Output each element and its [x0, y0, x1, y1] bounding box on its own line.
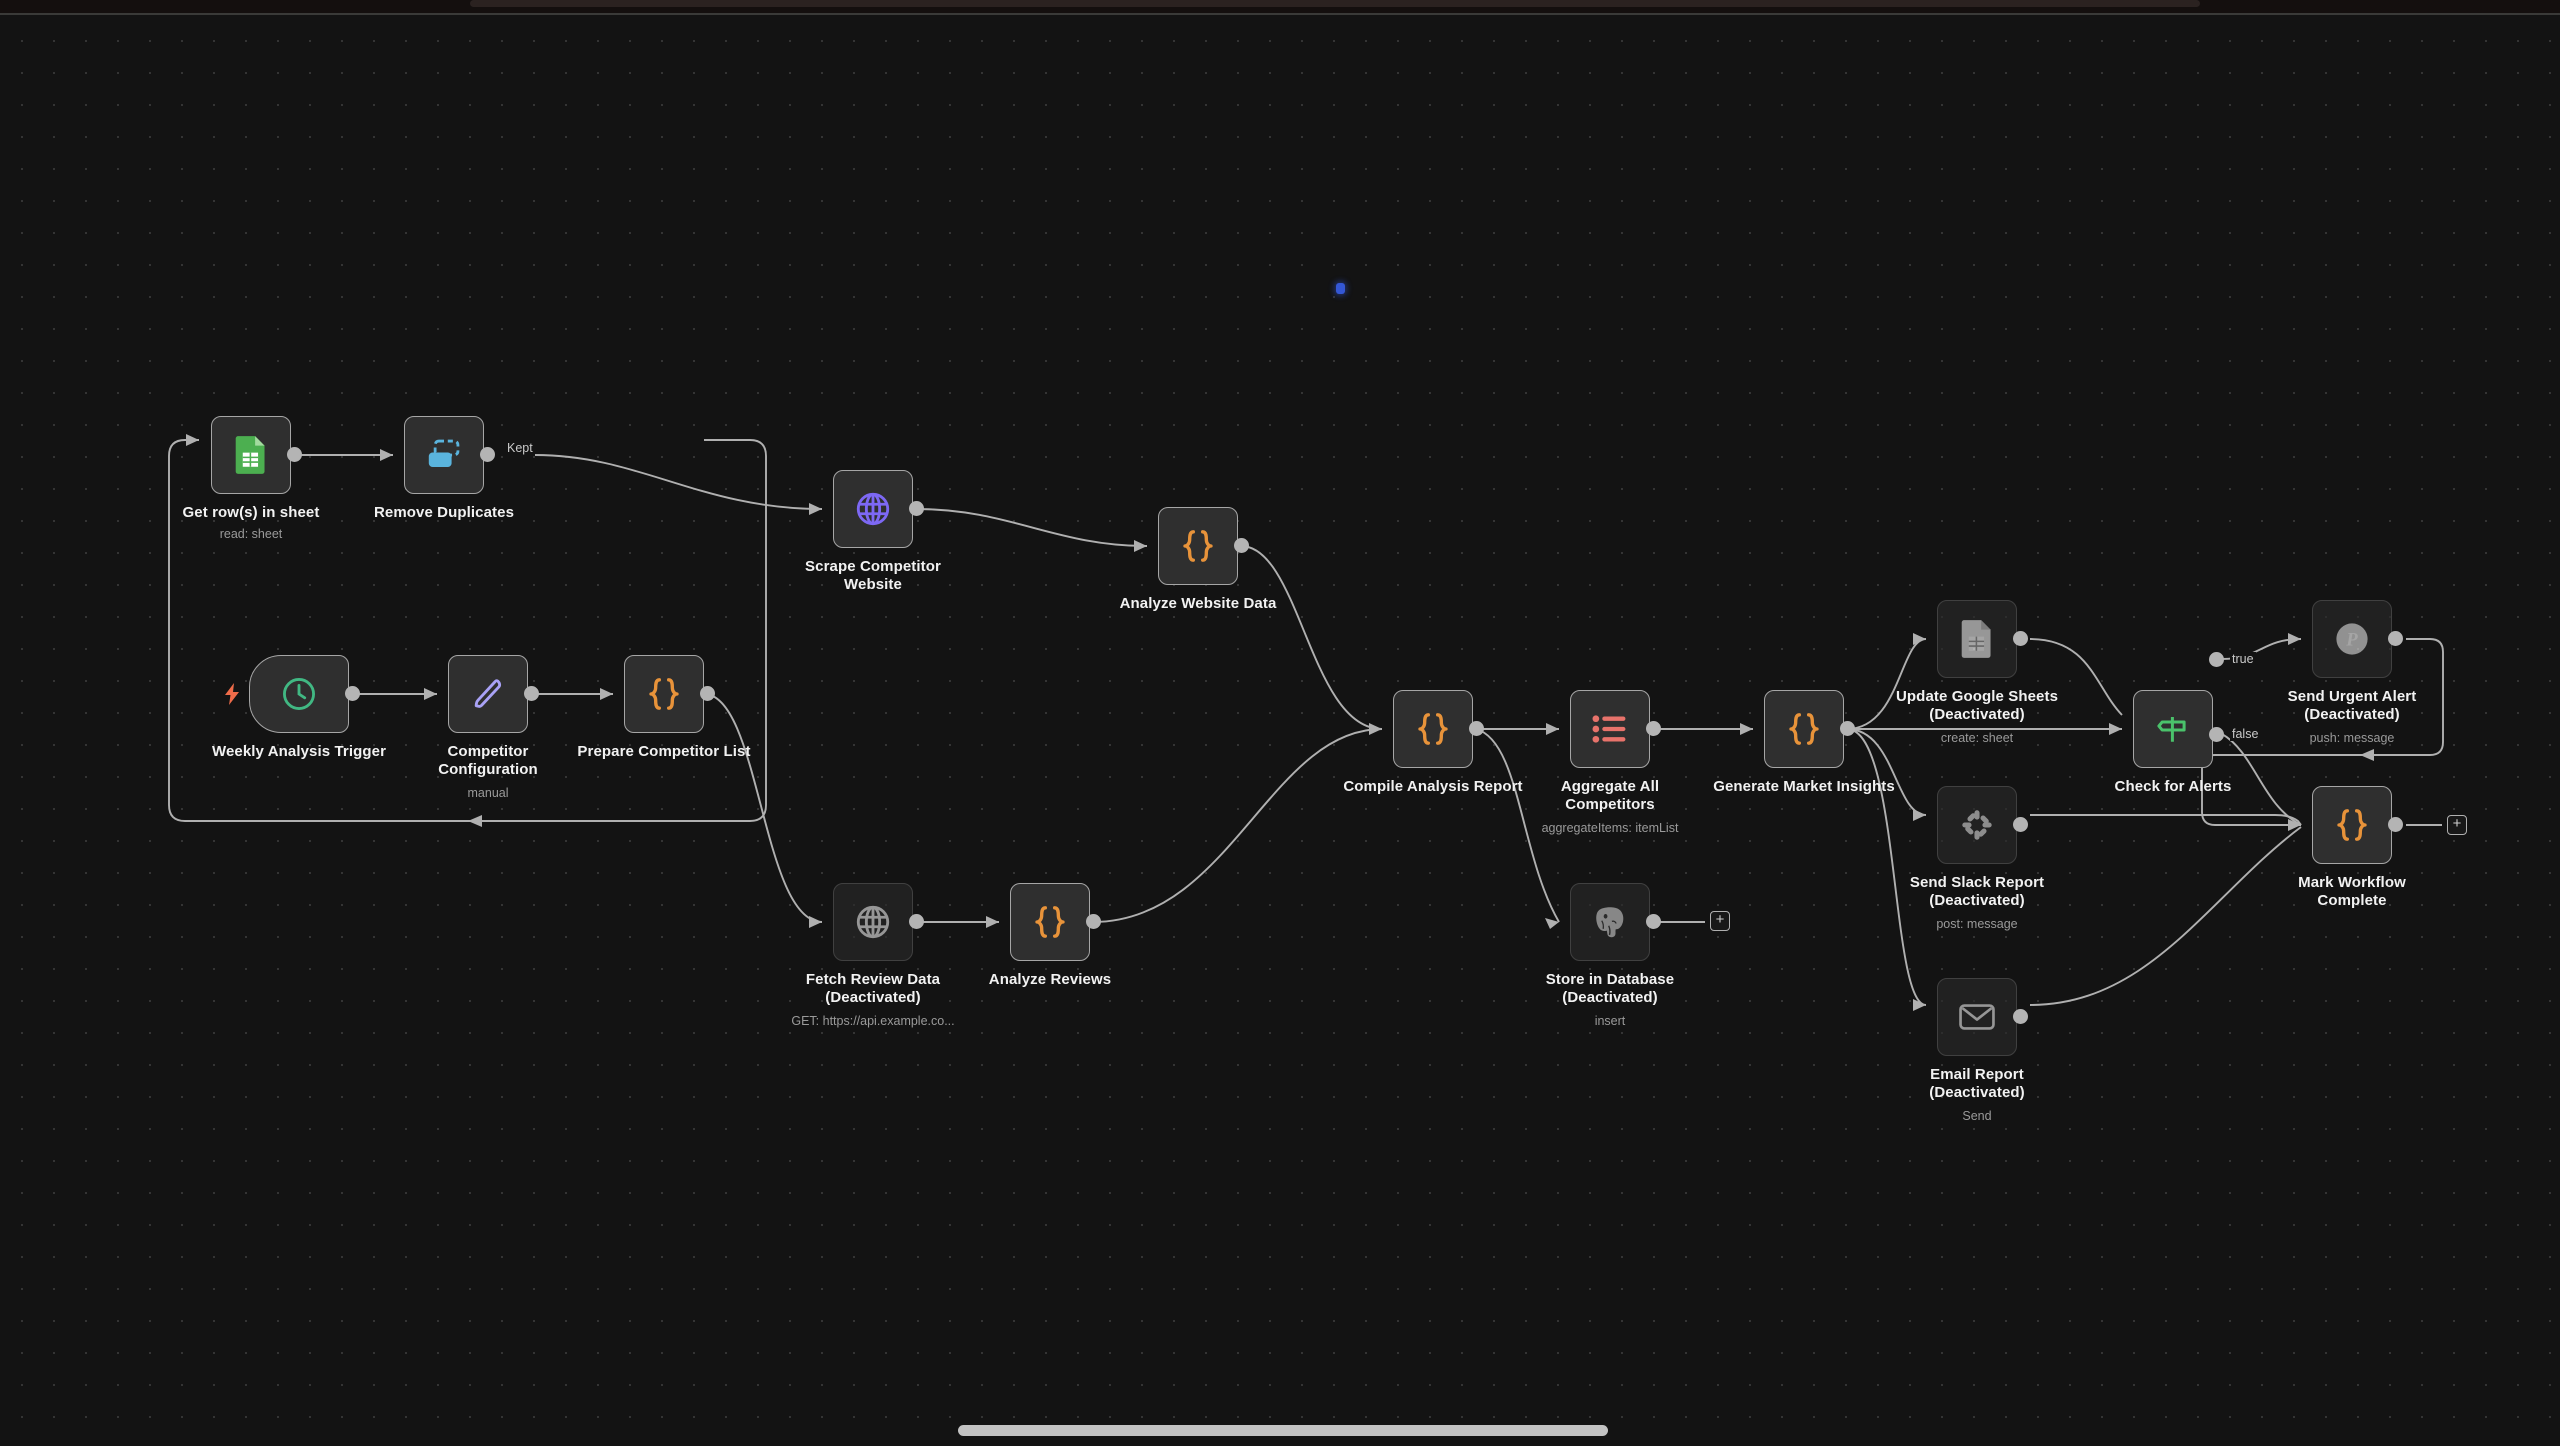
node-get-rows-in-sheet[interactable] — [211, 416, 291, 494]
code-braces-icon — [1784, 709, 1824, 749]
canvas-cursor-marker — [1336, 283, 1345, 294]
output-dot-competitor-configuration[interactable] — [524, 686, 539, 701]
output-dot-fetch-review-data[interactable] — [909, 914, 924, 929]
node-update-google-sheets[interactable] — [1937, 600, 2017, 678]
pushover-icon: P — [2334, 621, 2370, 657]
horizontal-scrollbar-thumb[interactable] — [958, 1425, 1608, 1436]
code-braces-icon — [644, 674, 684, 714]
output-dot-send-slack-report[interactable] — [2013, 817, 2028, 832]
output-dot-analyze-website-data[interactable] — [1234, 538, 1249, 553]
output-dot-prepare-competitor-list[interactable] — [700, 686, 715, 701]
node-fetch-review-data[interactable] — [833, 883, 913, 961]
output-dot-weekly-analysis-trigger[interactable] — [345, 686, 360, 701]
pen-icon — [470, 676, 506, 712]
output-dot-aggregate-all-competitors[interactable] — [1646, 721, 1661, 736]
signpost-icon — [2155, 711, 2191, 747]
node-analyze-reviews[interactable] — [1010, 883, 1090, 961]
output-dot-analyze-reviews[interactable] — [1086, 914, 1101, 929]
node-send-urgent-alert[interactable]: P — [2312, 600, 2392, 678]
output-dot-mark-workflow-complete[interactable] — [2388, 817, 2403, 832]
output-dot-update-google-sheets[interactable] — [2013, 631, 2028, 646]
clock-icon — [280, 675, 318, 713]
envelope-icon — [1958, 1001, 1996, 1033]
globe-icon — [854, 903, 892, 941]
code-braces-icon — [1030, 902, 1070, 942]
node-check-for-alerts[interactable] — [2133, 690, 2213, 768]
output-dot-compile-analysis-report[interactable] — [1469, 721, 1484, 736]
output-dot-scrape-competitor-website[interactable] — [909, 501, 924, 516]
remove-duplicates-icon — [425, 438, 463, 472]
window-top-strip — [0, 0, 2560, 15]
code-braces-icon — [1178, 526, 1218, 566]
item-list-icon — [1592, 713, 1628, 745]
node-store-in-database[interactable] — [1570, 883, 1650, 961]
horizontal-scrollbar-track[interactable] — [0, 1414, 2560, 1446]
output-dot-check-for-alerts-true[interactable] — [2209, 652, 2224, 667]
google-sheets-icon — [1959, 619, 1995, 659]
node-email-report[interactable] — [1937, 978, 2017, 1056]
add-node-button-after-mark-workflow-complete[interactable]: + — [2447, 815, 2467, 835]
google-sheets-icon — [233, 435, 269, 475]
node-analyze-website-data[interactable] — [1158, 507, 1238, 585]
node-send-slack-report[interactable] — [1937, 786, 2017, 864]
top-divider — [0, 13, 2560, 15]
edge-label-kept: Kept — [505, 441, 535, 455]
connection-edges — [168, 434, 2444, 1011]
output-dot-store-in-database[interactable] — [1646, 914, 1661, 929]
node-weekly-analysis-trigger[interactable] — [249, 655, 349, 733]
node-compile-analysis-report[interactable] — [1393, 690, 1473, 768]
node-aggregate-all-competitors[interactable] — [1570, 690, 1650, 768]
node-generate-market-insights[interactable] — [1764, 690, 1844, 768]
add-node-button-after-store-in-database[interactable]: + — [1710, 911, 1730, 931]
code-braces-icon — [1413, 709, 1453, 749]
top-scrollbar-thumb[interactable] — [470, 0, 2200, 7]
output-dot-generate-market-insights[interactable] — [1840, 721, 1855, 736]
edge-label-false: false — [2230, 727, 2261, 741]
node-mark-workflow-complete[interactable] — [2312, 786, 2392, 864]
postgres-elephant-icon — [1591, 904, 1629, 940]
output-dot-send-urgent-alert[interactable] — [2388, 631, 2403, 646]
node-remove-duplicates[interactable] — [404, 416, 484, 494]
node-scrape-competitor-website[interactable] — [833, 470, 913, 548]
node-competitor-configuration[interactable] — [448, 655, 528, 733]
output-dot-get-rows-in-sheet[interactable] — [287, 447, 302, 462]
globe-icon — [854, 490, 892, 528]
trigger-bolt-icon — [224, 683, 240, 710]
node-prepare-competitor-list[interactable] — [624, 655, 704, 733]
canvas-viewport[interactable]: Weekly Analysis Trigger Competitor Confi… — [0, 15, 2560, 1446]
output-dot-check-for-alerts-false[interactable] — [2209, 727, 2224, 742]
edge-label-true: true — [2230, 652, 2256, 666]
slack-icon — [1959, 807, 1995, 843]
output-dot-remove-duplicates[interactable] — [480, 447, 495, 462]
output-dot-email-report[interactable] — [2013, 1009, 2028, 1024]
code-braces-icon — [2332, 805, 2372, 845]
svg-text:P: P — [2345, 630, 2358, 651]
